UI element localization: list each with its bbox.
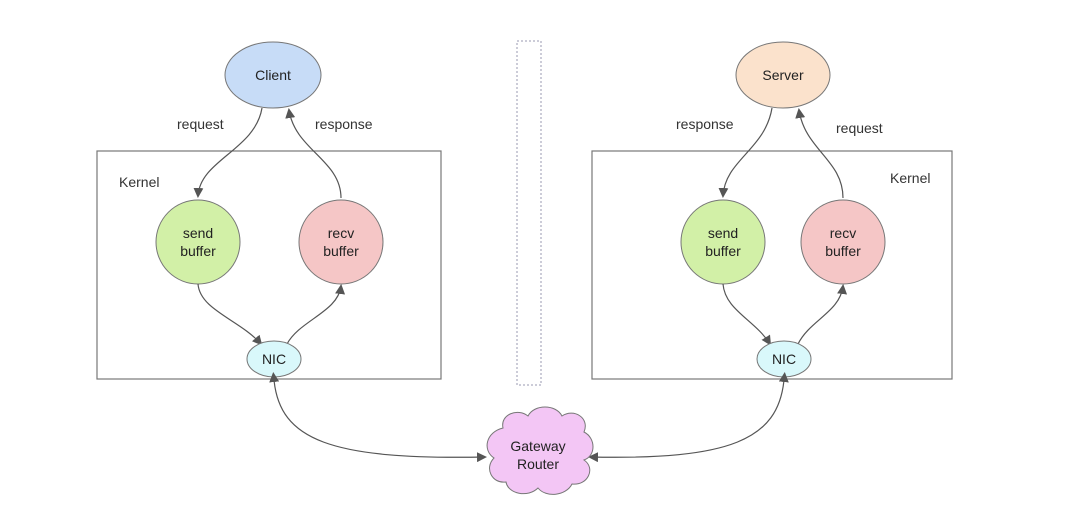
left-nic-router-link [269,372,487,463]
left-send-to-nic-arrow [197,283,263,346]
right-send-to-nic-arrow [722,283,772,346]
right-kernel-label: Kernel [890,170,930,186]
left-response-arrow [285,108,342,199]
server-side: Kernel Server response request send buff… [591,41,953,380]
right-response-arrow [718,107,773,198]
right-nic-to-recv-arrow [797,284,848,345]
center-divider [516,40,542,386]
left-kernel-box [96,150,442,380]
right-nic-router-link [588,372,789,463]
left-recv-buffer-node [298,199,384,285]
right-send-line2: buffer [705,243,741,259]
client-label: Client [255,67,291,83]
left-kernel-label: Kernel [119,174,159,190]
right-send-line1: send [708,225,738,241]
left-send-line1: send [183,225,213,241]
right-request-label: request [836,120,883,136]
right-recv-line1: recv [830,225,856,241]
right-recv-line2: buffer [825,243,861,259]
server-label: Server [762,67,804,83]
right-request-arrow [795,108,844,199]
client-node [224,41,322,109]
left-response-label: response [315,116,373,132]
left-request-label: request [177,116,224,132]
left-send-buffer-node [155,199,241,285]
right-send-buffer-node [680,199,766,285]
left-request-arrow [193,107,263,198]
left-recv-line2: buffer [323,243,359,259]
right-recv-buffer-node [800,199,886,285]
left-recv-line1: recv [328,225,354,241]
router-line1: Gateway [510,438,565,454]
left-nic-to-recv-arrow [286,284,346,345]
right-nic-label: NIC [772,351,796,367]
right-response-label: response [676,116,734,132]
client-side: Kernel Client request response send buff… [96,41,442,380]
server-node [735,41,831,109]
left-send-line2: buffer [180,243,216,259]
cloud-icon [486,406,594,495]
left-nic-label: NIC [262,351,286,367]
gateway-router-node: Gateway Router [486,406,594,495]
router-line2: Router [517,456,559,472]
